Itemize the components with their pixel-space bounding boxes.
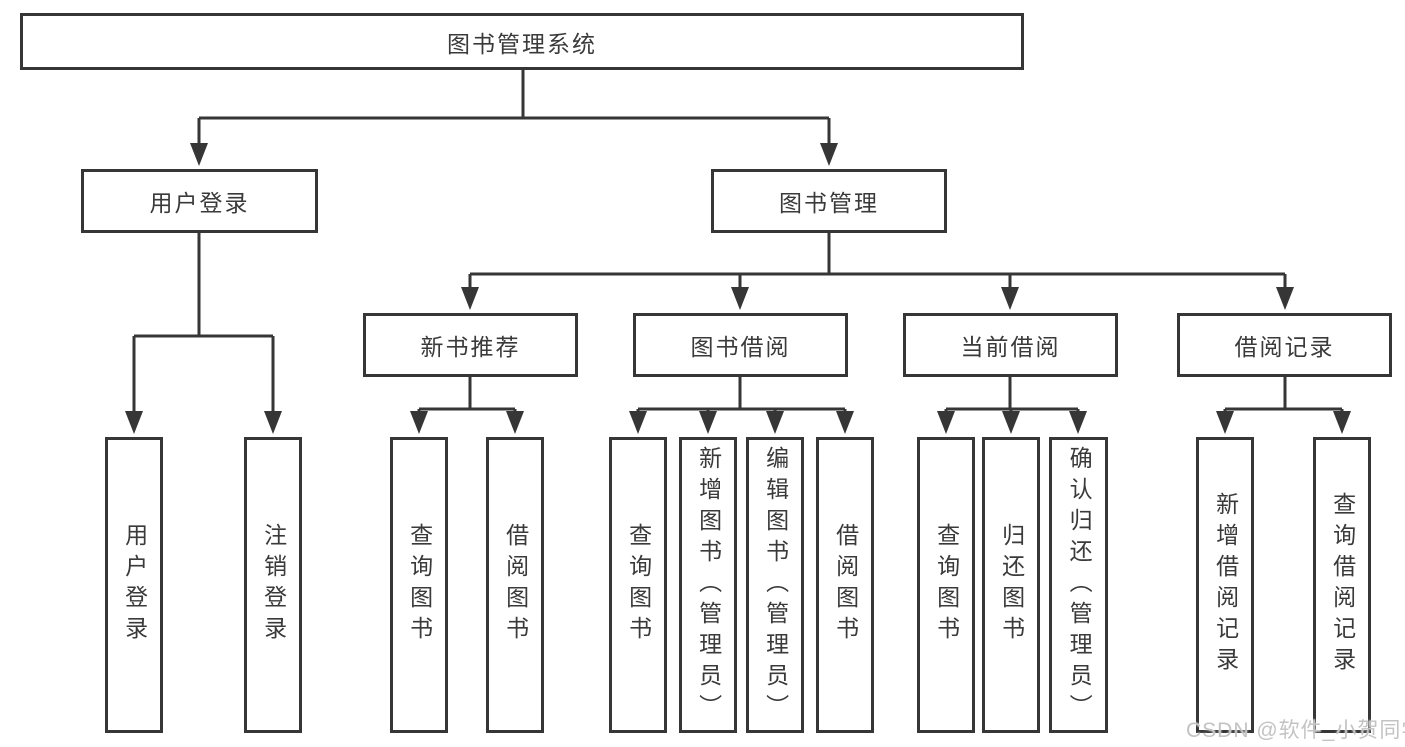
leaf-nb-borrow-book: 借阅图书 <box>486 437 544 733</box>
arrow-down-icon <box>125 411 143 434</box>
arrow-down-icon <box>461 287 479 310</box>
arrow-down-icon <box>1001 287 1019 310</box>
leaf-bb-query-book-label: 查询图书 <box>625 523 652 647</box>
node-user-login-label: 用户登录 <box>149 190 250 216</box>
connector-bookmgmt-to-level3 <box>468 233 1287 290</box>
leaf-bb-edit-book: 编辑图书（管理员） <box>746 437 804 733</box>
node-user-login: 用户登录 <box>81 169 318 233</box>
arrow-down-icon <box>506 411 524 434</box>
connector-userlogin-to-leaves <box>132 233 275 414</box>
arrow-down-icon <box>1276 287 1294 310</box>
node-root: 图书管理系统 <box>20 13 1024 70</box>
leaf-bb-borrow-book: 借阅图书 <box>816 437 874 733</box>
connector-root-to-level2 <box>197 69 831 146</box>
arrow-down-icon <box>731 287 749 310</box>
leaf-cb-confirm-return-label: 确认归还（管理员） <box>1066 445 1093 725</box>
leaf-nb-borrow-book-label: 借阅图书 <box>502 523 529 647</box>
leaf-br-query-record-label: 查询借阅记录 <box>1329 492 1356 678</box>
arrow-down-icon <box>937 411 955 434</box>
leaf-logout-label: 注销登录 <box>260 523 287 647</box>
connector-borrowrecord-branch <box>1223 377 1344 416</box>
arrow-down-icon <box>410 411 428 434</box>
arrow-down-icon <box>820 143 838 166</box>
arrow-down-icon <box>264 411 282 434</box>
node-borrow-record: 借阅记录 <box>1177 313 1392 377</box>
leaf-logout: 注销登录 <box>244 437 302 733</box>
leaf-bb-edit-book-label: 编辑图书（管理员） <box>762 445 789 725</box>
node-book-management-label: 图书管理 <box>779 190 879 216</box>
arrow-down-icon <box>1216 411 1234 434</box>
arrow-down-icon <box>190 143 208 166</box>
node-book-management: 图书管理 <box>711 169 947 233</box>
leaf-nb-query-book: 查询图书 <box>390 437 448 733</box>
leaf-bb-add-book: 新增图书（管理员） <box>679 437 737 733</box>
node-current-borrow: 当前借阅 <box>903 313 1118 377</box>
arrow-down-icon <box>1333 411 1351 434</box>
leaf-br-query-record: 查询借阅记录 <box>1313 437 1371 733</box>
leaf-user-login: 用户登录 <box>105 437 163 733</box>
arrow-down-icon <box>629 411 647 434</box>
leaf-nb-query-book-label: 查询图书 <box>406 523 433 647</box>
watermark: CSDN @软件_小贺同学 <box>1186 719 1405 742</box>
leaf-bb-query-book: 查询图书 <box>609 437 667 733</box>
leaf-user-login-label: 用户登录 <box>121 523 148 647</box>
leaf-br-add-record: 新增借阅记录 <box>1196 437 1254 733</box>
node-book-borrow-label: 图书借阅 <box>690 334 791 360</box>
leaf-br-add-record-label: 新增借阅记录 <box>1212 492 1239 678</box>
leaf-cb-return-book-label: 归还图书 <box>998 523 1025 647</box>
leaf-bb-borrow-book-label: 借阅图书 <box>832 523 859 647</box>
node-current-borrow-label: 当前借阅 <box>960 334 1061 360</box>
connector-newbook-branch <box>417 377 517 416</box>
node-root-label: 图书管理系统 <box>447 30 597 57</box>
arrow-down-icon <box>1002 411 1020 434</box>
leaf-cb-query-book-label: 查询图书 <box>933 523 960 647</box>
arrow-down-icon <box>699 411 717 434</box>
leaf-bb-add-book-label: 新增图书（管理员） <box>695 445 722 725</box>
connector-currentborrow-branch <box>944 377 1080 416</box>
arrow-down-icon <box>766 411 784 434</box>
node-book-borrow: 图书借阅 <box>633 313 848 377</box>
connector-bookborrow-branch <box>636 377 847 416</box>
arrow-down-icon <box>836 411 854 434</box>
node-new-book-recommend: 新书推荐 <box>363 313 578 377</box>
leaf-cb-query-book: 查询图书 <box>917 437 975 733</box>
leaf-cb-return-book: 归还图书 <box>982 437 1040 733</box>
arrowheads <box>125 143 1351 434</box>
arrow-down-icon <box>1069 411 1087 434</box>
node-new-book-recommend-label: 新书推荐 <box>420 334 521 360</box>
node-borrow-record-label: 借阅记录 <box>1234 334 1335 360</box>
leaf-cb-confirm-return: 确认归还（管理员） <box>1049 437 1108 733</box>
